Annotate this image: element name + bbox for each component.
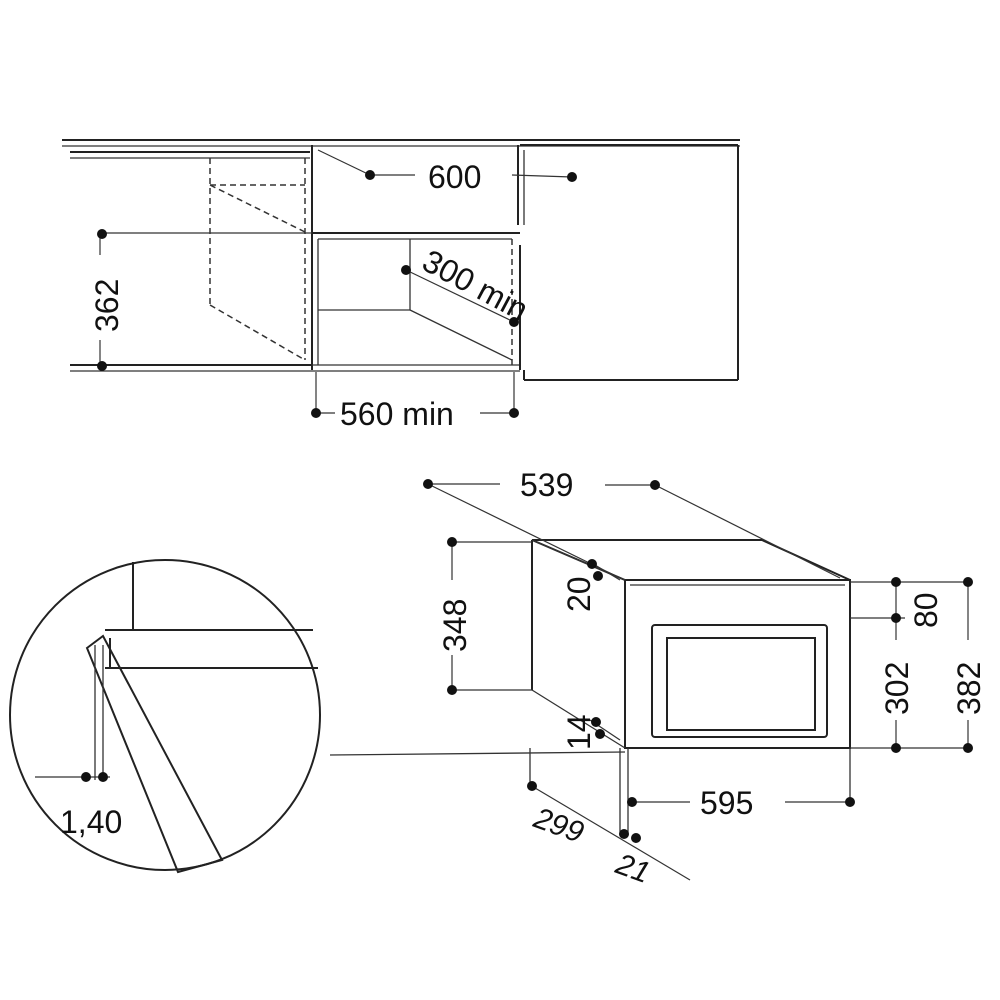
dimension-niche-inner-width: 560 min xyxy=(311,372,519,432)
label-382: 382 xyxy=(951,662,987,715)
label-80: 80 xyxy=(908,592,944,628)
dimension-front-heights: 80 302 382 xyxy=(850,577,987,753)
dimension-oven-depth: 539 xyxy=(423,467,841,579)
dimension-bottom-offset: 14 xyxy=(561,714,621,750)
dimension-body-depth: 299 21 xyxy=(527,781,691,890)
dimension-niche-width: 600 xyxy=(317,149,577,195)
dimension-side-height: 348 xyxy=(437,537,532,695)
label-299: 299 xyxy=(529,801,589,850)
dimension-niche-height: 362 xyxy=(89,229,312,371)
detail-magnifier: 1,40 xyxy=(9,559,321,874)
label-14: 14 xyxy=(561,714,597,750)
label-362: 362 xyxy=(89,279,125,332)
label-539: 539 xyxy=(520,467,573,503)
dimension-front-width: 595 xyxy=(627,785,855,821)
label-560-min: 560 min xyxy=(340,396,454,432)
label-21: 21 xyxy=(611,847,655,890)
label-300-min: 300 min xyxy=(417,242,534,327)
dimension-top-offset: 20 xyxy=(561,559,621,612)
label-302: 302 xyxy=(879,662,915,715)
label-600: 600 xyxy=(428,159,481,195)
label-1-40: 1,40 xyxy=(60,804,122,840)
label-20: 20 xyxy=(561,576,597,612)
label-595: 595 xyxy=(700,785,753,821)
label-348: 348 xyxy=(437,599,473,652)
cabinet-niche-drawing xyxy=(62,139,740,381)
